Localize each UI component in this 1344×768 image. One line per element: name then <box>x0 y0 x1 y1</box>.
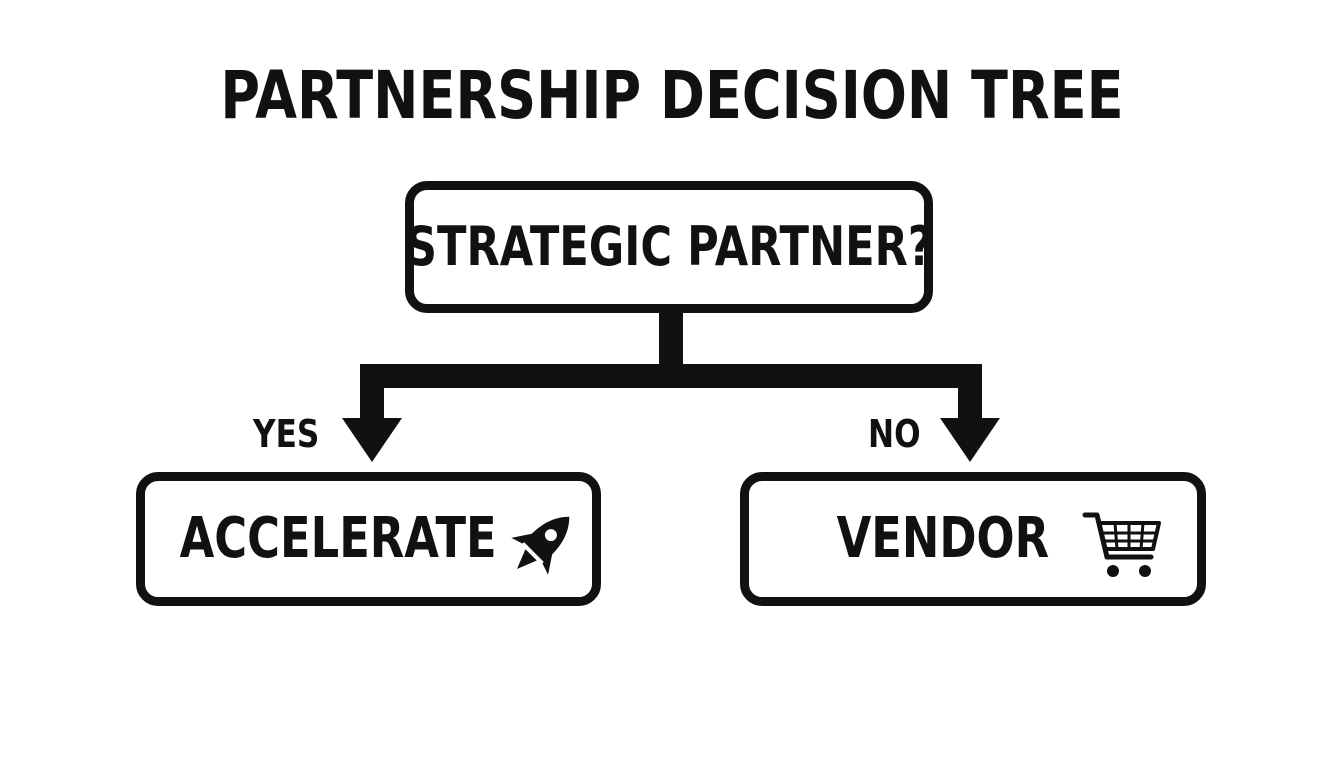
rocket-icon <box>511 516 570 575</box>
horizontal-connector <box>360 364 982 388</box>
yes-drop-line <box>360 364 384 422</box>
no-drop-line <box>958 364 982 422</box>
question-text: STRATEGIC PARTNER? <box>405 215 933 278</box>
accelerate-node: ACCELERATE <box>136 472 601 606</box>
no-branch-label: NO <box>868 412 921 456</box>
diagram-title: PARTNERSHIP DECISION TREE <box>220 57 1124 134</box>
vendor-node: VENDOR <box>740 472 1206 606</box>
yes-arrowhead <box>342 418 402 462</box>
vendor-text: VENDOR <box>836 506 1050 571</box>
question-node: STRATEGIC PARTNER? <box>405 181 933 313</box>
no-arrowhead <box>940 418 1000 462</box>
shopping-cart-icon <box>1082 512 1161 577</box>
yes-branch-label: YES <box>253 412 320 456</box>
accelerate-text: ACCELERATE <box>179 506 498 571</box>
